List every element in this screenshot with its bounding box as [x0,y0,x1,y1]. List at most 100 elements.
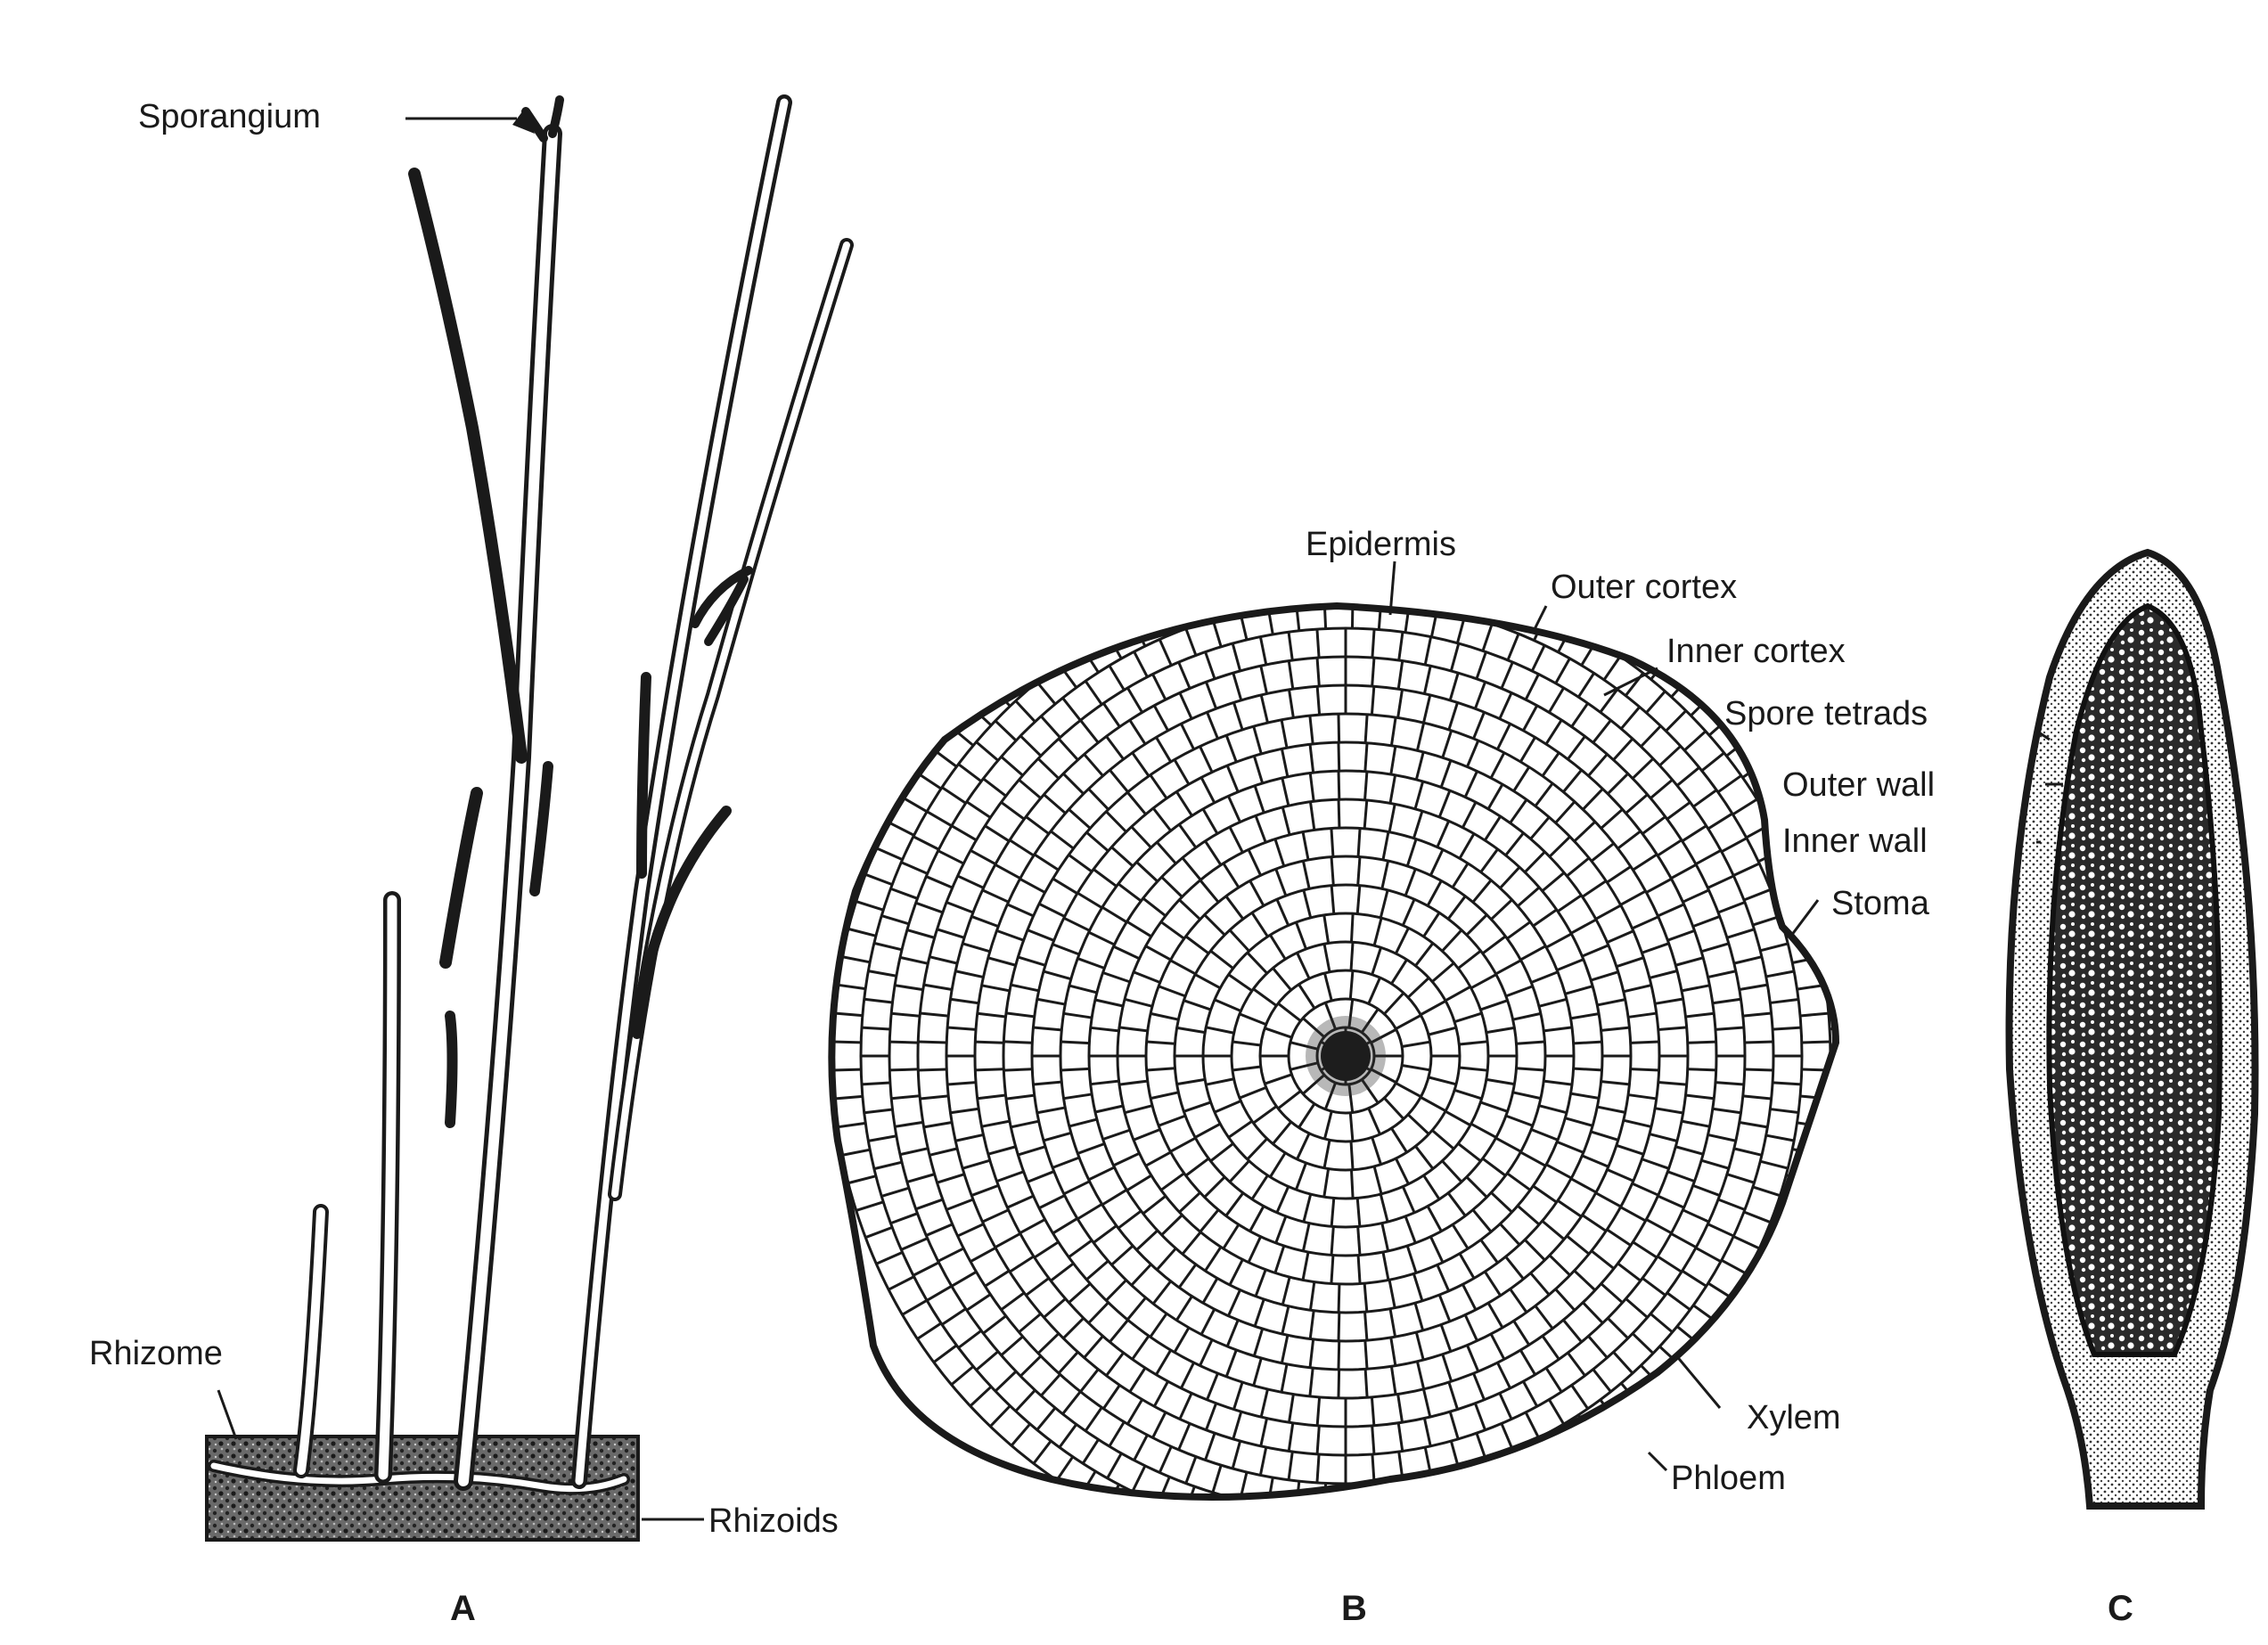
label-xylem: Xylem [1747,1401,1841,1435]
cell-wall [1081,617,1096,641]
cell-wall [832,1069,861,1070]
cell-wall [1317,629,1319,658]
cell-wall [1819,1163,1846,1169]
cell-wall [1158,578,1168,605]
cell-wall [1432,1504,1437,1532]
cell-wall [1240,583,1246,610]
label-stoma: Stoma [1831,887,1929,921]
cell-wall [1296,545,1298,574]
cell-wall [1486,1520,1494,1548]
cell-wall [1003,1069,1032,1070]
cell-wall [1240,1502,1246,1529]
cell-wall [1745,1069,1773,1070]
stem-cross-section [831,543,1859,1569]
cell-wall [862,1027,890,1029]
label-outer-wall: Outer wall [1782,768,1935,802]
cell-wall [1804,1215,1830,1224]
cell-wall [1604,1432,1620,1455]
cell-wall [889,1069,918,1070]
cell-wall [1672,1415,1691,1436]
label-sporangium: Sporangium [138,100,321,134]
label-rhizoids: Rhizoids [708,1504,839,1538]
cell-wall [1457,1469,1464,1496]
cell-wall [1823,970,1852,975]
cell-wall [1757,1312,1781,1327]
cell-wall [1631,1042,1659,1043]
sporangium-section [2010,552,2256,1506]
cell-wall [1459,557,1465,585]
cell-wall [1317,1454,1319,1483]
cell-wall [1372,1454,1374,1483]
cell-wall [1830,1027,1858,1029]
cell-wall [1405,1479,1409,1508]
cell-wall [1484,1491,1493,1518]
cell-wall [1651,1433,1669,1455]
label-inner-wall: Inner wall [1782,824,1928,858]
cell-wall [1060,1042,1089,1043]
cell-wall [1666,1381,1685,1402]
cell-wall [1358,829,1360,857]
cell-wall [1709,1377,1731,1395]
cell-wall [1003,1042,1032,1043]
cell-wall [1267,1535,1272,1564]
cell-wall [1212,1524,1219,1551]
cell-wall [1510,1482,1519,1509]
cell-wall [975,1069,1003,1070]
cell-wall [1794,861,1821,872]
cell-wall [1268,577,1273,606]
cell-wall [1802,1069,1830,1070]
cell-wall [1057,632,1073,655]
label-inner-cortex: Inner cortex [1666,634,1846,668]
cell-wall [1324,572,1325,601]
cell-wall [1380,1511,1381,1540]
cell-wall [1106,602,1119,627]
cell-wall [1351,1142,1353,1170]
cell-wall [1380,572,1381,601]
cell-wall [1804,888,1830,896]
cell-wall [1212,590,1220,618]
cell-wall [1212,561,1219,588]
cell-wall [832,1042,861,1043]
cell-wall [1267,549,1272,577]
cell-wall [1380,1540,1381,1568]
cell-wall [1406,1537,1410,1566]
cell-wall [1631,1069,1659,1070]
cell-wall [1574,1042,1602,1043]
cell-wall [1131,1496,1142,1522]
sporangium [526,100,560,138]
cell-wall [1296,574,1298,602]
cell-wall [918,1042,946,1043]
cell-wall [1560,1491,1573,1517]
cell-wall [1702,1341,1724,1359]
cell-wall [862,1083,890,1084]
panel-label-c: C [2108,1591,2133,1626]
cell-wall [1365,715,1367,743]
cell-wall [1830,1083,1858,1084]
cell-wall [1331,829,1333,857]
label-spore-tetrads: Spore tetrads [1724,697,1928,731]
cell-wall [1405,576,1409,604]
cell-wall [1771,810,1796,823]
cell-wall [1296,1538,1298,1567]
cell-wall [1582,1446,1597,1470]
cell-wall [1483,1461,1492,1488]
cell-wall [1511,573,1520,600]
cell-wall [1535,1502,1547,1527]
cell-wall [1688,1042,1716,1043]
cell-wall [1458,1498,1465,1526]
cell-wall [1486,564,1494,592]
cell-wall [1771,1289,1796,1302]
cell-wall [1131,590,1142,616]
cell-wall [1365,1369,1367,1397]
cell-wall [1358,1256,1360,1284]
cell-wall [975,1042,1003,1043]
cell-wall [1732,1297,1756,1313]
cell-wall [1783,1264,1809,1277]
cell-wall [1823,1136,1852,1141]
panel-label-a: A [450,1591,476,1626]
cell-wall [1718,1320,1741,1337]
cell-wall [889,1042,918,1043]
label-phloem: Phloem [1671,1461,1786,1495]
